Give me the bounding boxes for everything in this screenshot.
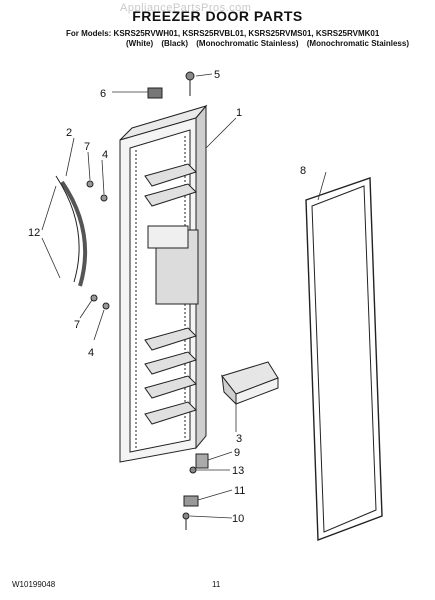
callout-13: 13 bbox=[232, 465, 244, 477]
cover-part bbox=[147, 87, 163, 99]
callout-5: 5 bbox=[214, 69, 220, 81]
hinge-top bbox=[195, 453, 209, 469]
door-gasket bbox=[305, 177, 383, 541]
door-handle bbox=[55, 175, 88, 287]
top-screw bbox=[185, 71, 195, 96]
handle-screws bbox=[86, 180, 110, 310]
bottom-screw bbox=[182, 512, 190, 530]
callout-4-top: 4 bbox=[102, 149, 108, 161]
callout-4-bottom: 4 bbox=[88, 347, 94, 359]
callout-9: 9 bbox=[234, 447, 240, 459]
callout-6: 6 bbox=[100, 88, 106, 100]
door-bin bbox=[221, 361, 279, 406]
callout-10: 10 bbox=[232, 513, 244, 525]
callout-11: 11 bbox=[234, 485, 245, 497]
callout-12: 12 bbox=[28, 227, 40, 239]
hinge-screw bbox=[189, 466, 197, 474]
model-variants: (White) (Black) (Monochromatic Stainless… bbox=[126, 39, 415, 48]
variant-white: (White) bbox=[126, 39, 154, 48]
page-title: FREEZER DOOR PARTS bbox=[132, 8, 303, 24]
document-id: W10199048 bbox=[12, 580, 56, 589]
callout-7-top: 7 bbox=[84, 141, 90, 153]
callout-8: 8 bbox=[300, 165, 306, 177]
callout-1: 1 bbox=[236, 107, 242, 119]
models-line: For Models: KSRS25RVWH01, KSRS25RVBL01, … bbox=[66, 29, 380, 38]
callout-3: 3 bbox=[236, 433, 242, 445]
callout-2: 2 bbox=[66, 127, 72, 139]
freezer-door-panel bbox=[119, 104, 208, 463]
page-number: 11 bbox=[212, 580, 221, 589]
variant-stainless-1: (Monochromatic Stainless) bbox=[196, 39, 299, 48]
callout-7-bottom: 7 bbox=[74, 319, 80, 331]
variant-stainless-2: (Monochromatic Stainless) bbox=[306, 39, 409, 48]
watermark: AppliancePartsPros.com bbox=[120, 2, 252, 14]
hinge-bottom bbox=[183, 495, 199, 507]
variant-black: (Black) bbox=[161, 39, 189, 48]
